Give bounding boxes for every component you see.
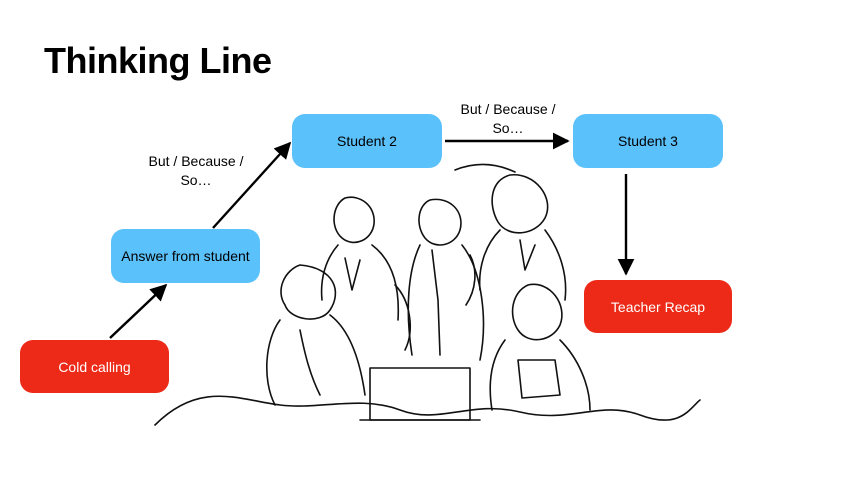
student3-box: Student 3	[573, 114, 723, 168]
answer-from-student-label: Answer from student	[121, 248, 250, 264]
connector-label-to-student3-line1: But / Because /	[460, 101, 556, 117]
cold-calling-box: Cold calling	[20, 340, 169, 393]
cold-calling-label: Cold calling	[58, 358, 131, 375]
student3-label: Student 3	[618, 133, 678, 149]
connector-label-to-student3-line2: So…	[492, 120, 524, 136]
student2-label: Student 2	[337, 133, 397, 149]
arrow-answer-to-student2	[212, 141, 292, 229]
page-title: Thinking Line	[44, 40, 272, 81]
connector-label-to-student2-line1: But / Because /	[148, 153, 244, 169]
connector-label-to-student3: But / Because / So…	[450, 100, 566, 138]
student2-box: Student 2	[292, 114, 442, 168]
teacher-recap-label: Teacher Recap	[610, 298, 706, 315]
answer-from-student-box: Answer from student	[111, 229, 260, 283]
connector-label-to-student2-line2: So…	[180, 172, 212, 188]
connector-label-to-student2: But / Because / So…	[138, 152, 254, 190]
teacher-recap-box: Teacher Recap	[584, 280, 732, 333]
arrow-cold-to-answer	[109, 283, 168, 339]
